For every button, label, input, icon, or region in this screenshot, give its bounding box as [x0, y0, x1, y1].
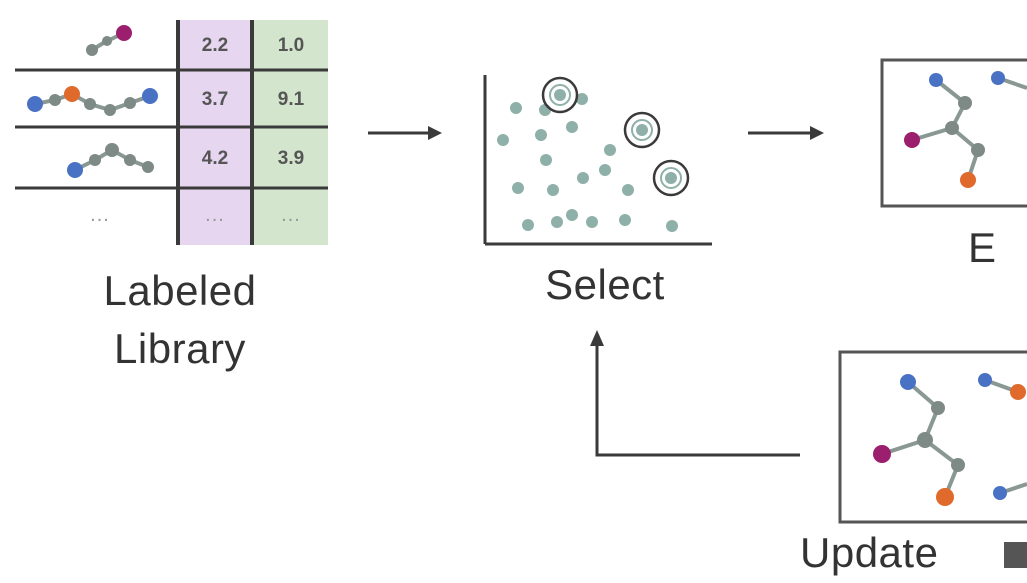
update-caption: Update [800, 529, 939, 576]
scatter-point [604, 144, 616, 156]
select-caption: Select [545, 261, 665, 308]
library-caption-line1: Labeled [103, 267, 257, 314]
scatter-point [535, 129, 547, 141]
table-cell: 2.2 [201, 35, 229, 56]
table-cell: 3.9 [277, 148, 305, 169]
table-ellipsis: ... [205, 204, 225, 226]
arrow-right-icon [368, 126, 442, 140]
structure-panel-bottom [838, 350, 1027, 524]
scatter-point [586, 216, 598, 228]
scatter-point [666, 220, 678, 232]
library-column-green [254, 20, 328, 245]
scatter-point [566, 121, 578, 133]
selected-point-marker [623, 111, 661, 149]
scatter-point [599, 164, 611, 176]
library-column-purple [178, 20, 250, 245]
scatter-point [619, 214, 631, 226]
molecule-icon [67, 143, 154, 178]
structure-panel-top [880, 58, 1027, 208]
scatter-point [576, 93, 588, 105]
arrow-right-icon [748, 126, 824, 140]
selected-point-marker [541, 76, 579, 114]
feedback-arrow-icon [590, 330, 800, 457]
table-ellipsis: ... [281, 204, 301, 226]
table-cell: 3.7 [201, 89, 229, 110]
selected-point-marker [652, 159, 690, 197]
molecule-icon [86, 25, 132, 56]
library-caption-line2: Library [114, 325, 246, 372]
scatter-point [512, 182, 524, 194]
scatter-point [551, 216, 563, 228]
update-square-icon [1004, 542, 1027, 568]
scatter-point [577, 172, 589, 184]
scatter-points [497, 93, 678, 232]
top-right-caption: E [968, 224, 997, 271]
scatter-point [510, 102, 522, 114]
scatter-point [547, 184, 559, 196]
table-cell: 1.0 [277, 35, 305, 56]
scatter-point [497, 134, 509, 146]
scatter-point [566, 209, 578, 221]
table-cell: 9.1 [277, 89, 305, 110]
table-cell: 4.2 [201, 148, 229, 169]
select-plot [483, 75, 712, 246]
scatter-point [540, 154, 552, 166]
scatter-point [522, 219, 534, 231]
table-ellipsis: ... [90, 204, 110, 226]
molecule-icon [27, 86, 158, 116]
scatter-point [539, 104, 551, 116]
scatter-point [622, 184, 634, 196]
